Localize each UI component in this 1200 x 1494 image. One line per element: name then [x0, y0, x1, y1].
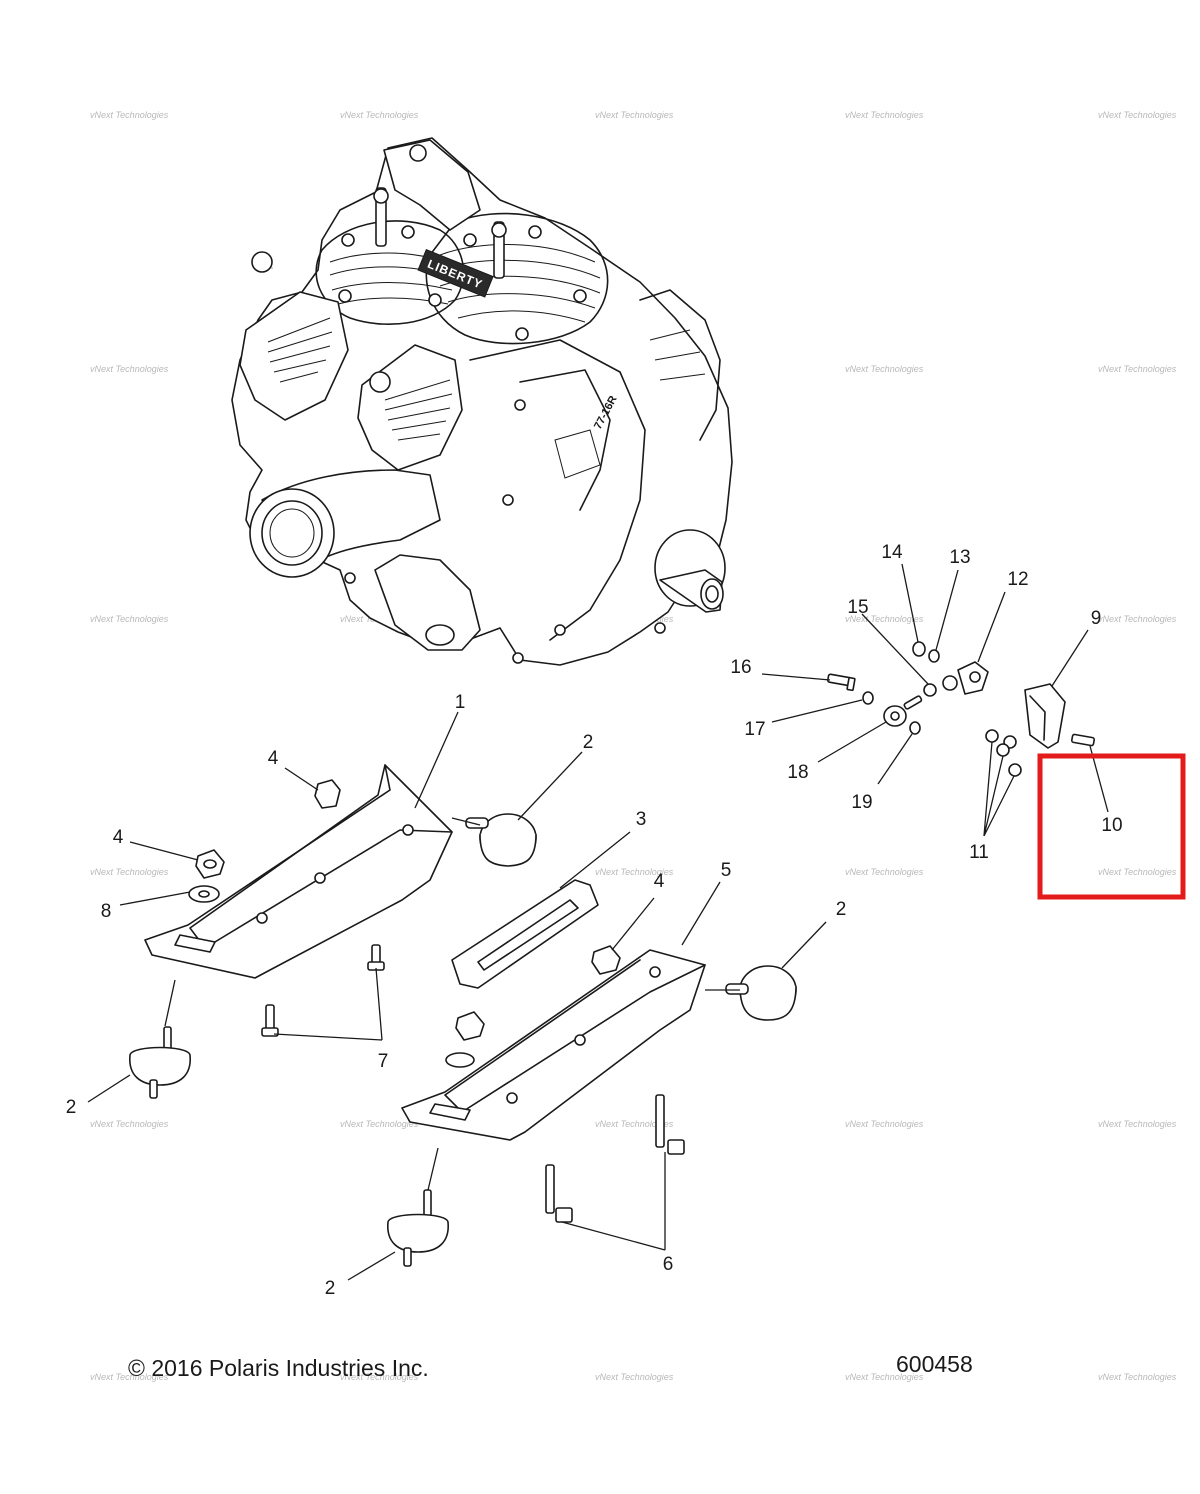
part-6-bolts	[545, 1094, 685, 1223]
leader-lines	[87, 563, 1109, 1281]
part-7-bolts	[261, 944, 385, 1037]
watermark: vNext Technologies	[1098, 110, 1177, 120]
watermark: vNext Technologies	[845, 614, 924, 624]
starter-motor	[374, 554, 481, 651]
exhaust-bracket	[383, 139, 481, 231]
watermark: vNext Technologies	[595, 1119, 674, 1129]
watermark: vNext Technologies	[1098, 364, 1177, 374]
watermark: vNext Technologies	[845, 867, 924, 877]
callout-8: 8	[101, 901, 112, 922]
callout-2: 2	[583, 732, 594, 753]
callout-9: 9	[1091, 608, 1102, 629]
part-10-bolt	[1070, 733, 1096, 747]
part-2-mount-a	[465, 813, 537, 867]
callout-18: 18	[787, 762, 808, 783]
watermark: vNext Technologies	[845, 1372, 924, 1382]
watermark: vNext Technologies	[340, 1372, 419, 1382]
part-4-nut-d	[445, 1011, 485, 1068]
watermark: vNext Technologies	[340, 110, 419, 120]
copyright-text: © 2016 Polaris Industries Inc.	[128, 1355, 429, 1381]
part-4-nut-a	[314, 779, 341, 809]
part-12-rod-end	[942, 661, 989, 695]
part-14-nut	[912, 641, 926, 657]
watermark: vNext Technologies	[595, 867, 674, 877]
watermark: vNext Technologies	[1098, 1119, 1177, 1129]
watermark: vNext Technologies	[340, 1119, 419, 1129]
watermark: vNext Technologies	[90, 867, 169, 877]
watermark: vNext Technologies	[595, 1372, 674, 1382]
part-15-nut	[923, 683, 937, 697]
callout-14: 14	[881, 542, 903, 563]
part-5-engine-mount-rear	[401, 949, 706, 1141]
part-18-bushing	[883, 695, 923, 727]
part-2-mount-d	[387, 1189, 449, 1267]
part-17-washer	[862, 691, 874, 705]
callout-3: 3	[636, 809, 647, 830]
part-16-bolt	[827, 673, 856, 692]
part-19-washer	[909, 721, 921, 735]
callout-13: 13	[949, 547, 970, 568]
part-4-nut-b	[195, 849, 225, 879]
callout-2: 2	[66, 1097, 77, 1118]
callout-1: 1	[455, 692, 466, 713]
callout-4: 4	[268, 748, 279, 769]
watermark: vNext Technologies	[1098, 867, 1177, 877]
watermark: vNext Technologies	[90, 364, 169, 374]
callout-6: 6	[663, 1254, 674, 1275]
callout-19: 19	[851, 792, 872, 813]
part-4-nut-c	[591, 945, 621, 975]
part-8-washer	[188, 885, 220, 903]
watermark: vNext Technologies	[845, 1119, 924, 1129]
part-3-slotted-plate	[451, 879, 599, 989]
callout-4: 4	[654, 871, 665, 892]
callout-2: 2	[325, 1278, 336, 1299]
watermark: vNext Technologies	[1098, 1372, 1177, 1382]
callout-17: 17	[744, 719, 765, 740]
callout-15: 15	[847, 597, 868, 618]
watermark: vNext Technologies	[90, 614, 169, 624]
crankcase	[469, 339, 646, 641]
callout-10: 10	[1101, 815, 1122, 836]
callout-11: 11	[969, 842, 989, 863]
part-9-bracket	[1024, 683, 1066, 749]
callout-2: 2	[836, 899, 847, 920]
watermark: vNext Technologies	[845, 364, 924, 374]
highlight-box	[1037, 753, 1186, 900]
part-2-mount-b	[129, 1026, 191, 1099]
watermark: vNext Technologies	[90, 1372, 169, 1382]
watermark: vNext Technologies	[845, 110, 924, 120]
callout-12: 12	[1007, 569, 1028, 590]
callout-7: 7	[378, 1051, 389, 1072]
callout-4: 4	[113, 827, 124, 848]
watermark: vNext Technologies	[90, 110, 169, 120]
watermark: vNext Technologies	[1098, 614, 1177, 624]
watermark: vNext Technologies	[90, 1119, 169, 1129]
engine-assembly: LIBERTY 77-16R	[231, 137, 733, 666]
callouts: 1 2 4 4 8 7 2 3 4 5 2 6 2 14 13 12 15 9 …	[66, 542, 1123, 1299]
part-1-engine-mount-front	[144, 764, 453, 979]
drawing-number: 600458	[896, 1351, 973, 1377]
part-13-washer	[928, 649, 940, 663]
part-2-mount-c	[725, 965, 797, 1021]
watermark: vNext Technologies	[595, 110, 674, 120]
callout-16: 16	[730, 657, 751, 678]
callout-5: 5	[721, 860, 732, 881]
head-bolts	[338, 225, 587, 341]
